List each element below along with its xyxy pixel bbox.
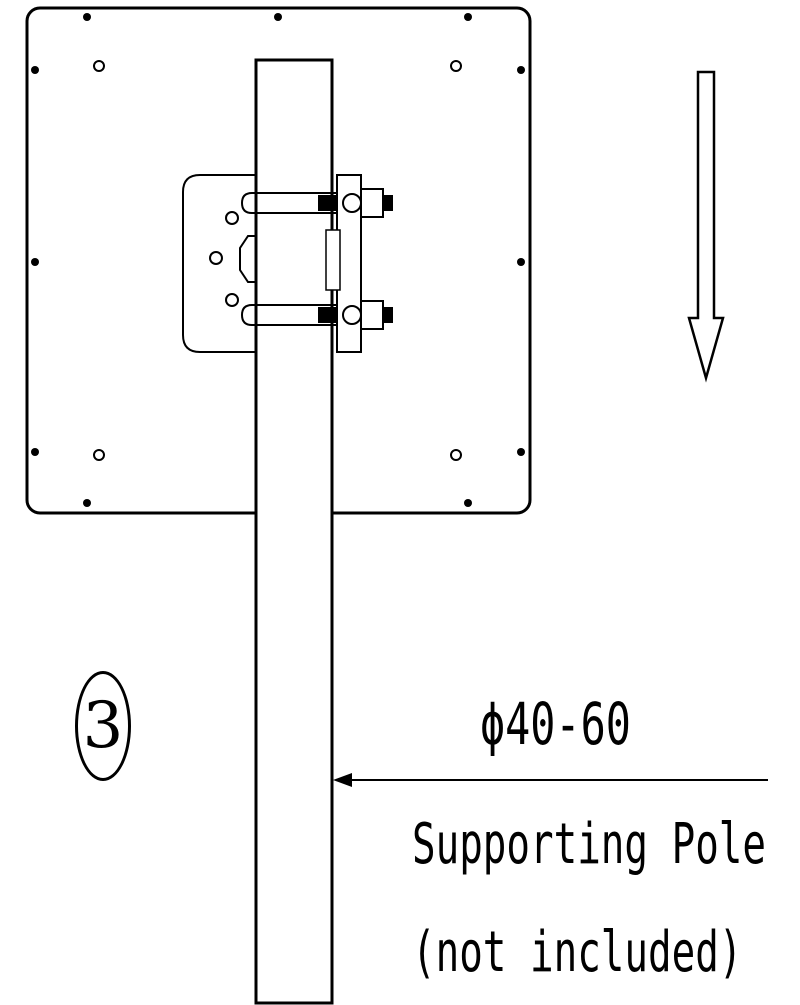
bracket-holes: [209, 211, 239, 307]
down-arrow-icon: [687, 70, 725, 383]
mounting-bracket-plate: [182, 174, 259, 353]
pole-label-title: Supporting Pole: [412, 812, 767, 877]
step-number-badge: 3: [75, 671, 131, 781]
leader-arrowhead: [333, 773, 352, 787]
supporting-pole: [254, 58, 334, 1005]
pole-diameter-label: ϕ40-60: [480, 690, 631, 758]
bracket-notch: [239, 235, 258, 283]
clamp-inner-plate: [325, 229, 341, 291]
u-bolt-lower: [240, 304, 350, 326]
u-bolt-upper: [240, 192, 350, 214]
panel-mounting-holes: [93, 60, 462, 461]
pole-label-note: (not included): [412, 920, 743, 985]
thread-lower: [318, 300, 393, 330]
thread-upper: [318, 188, 393, 218]
